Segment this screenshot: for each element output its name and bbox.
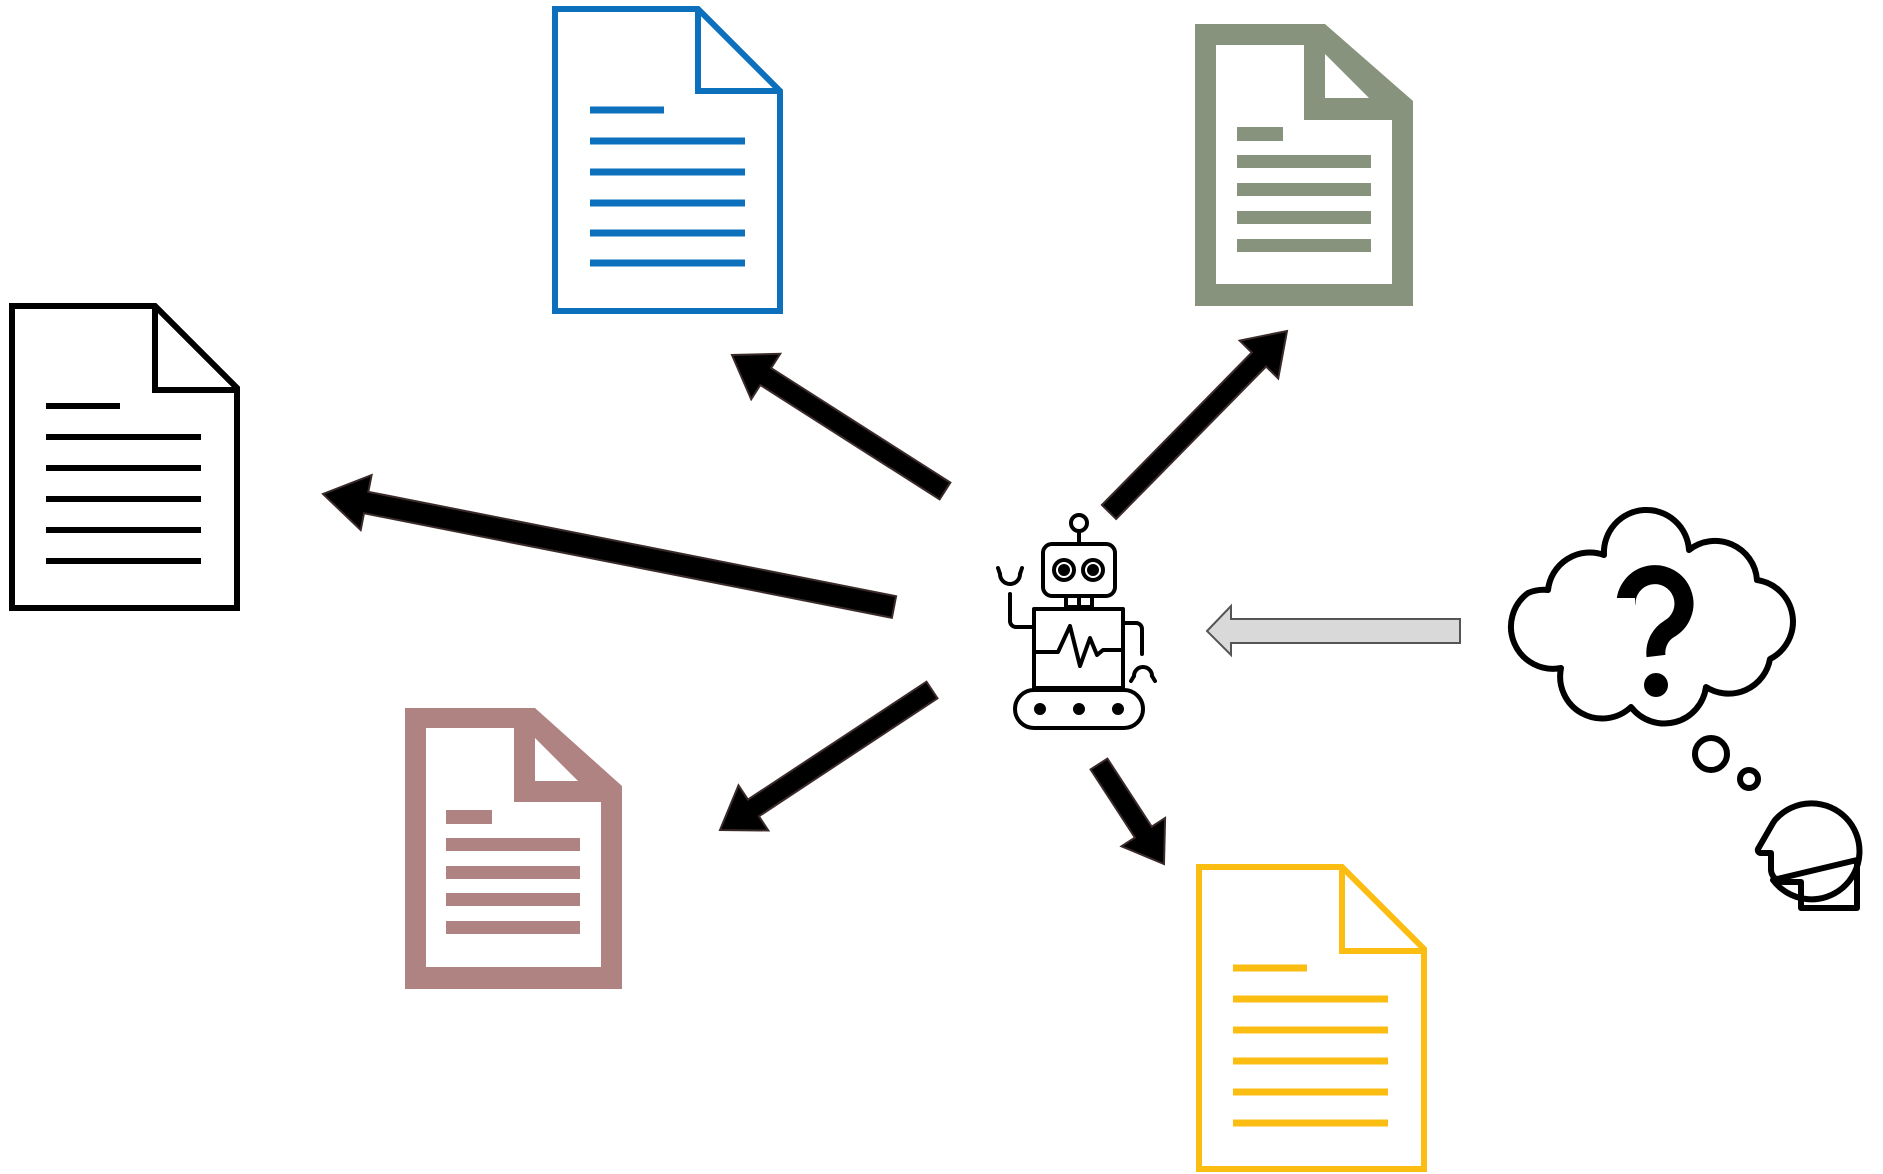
document-green-icon bbox=[1195, 24, 1413, 306]
document-rose-icon bbox=[405, 708, 622, 989]
document-black-icon bbox=[9, 303, 240, 611]
arrow-to-yellow-doc bbox=[1089, 757, 1167, 866]
question-mark-icon bbox=[1616, 565, 1694, 697]
query-arrow bbox=[1205, 603, 1461, 658]
human-head-icon bbox=[1754, 800, 1863, 911]
thought-cloud-icon bbox=[1507, 506, 1796, 791]
retrieval-arrows bbox=[321, 329, 1289, 866]
arrow-to-rose-doc bbox=[718, 680, 939, 832]
arrow-to-black-doc bbox=[321, 473, 898, 619]
robot-icon bbox=[996, 513, 1157, 730]
document-blue-icon bbox=[552, 6, 783, 314]
arrow-to-green-doc bbox=[1100, 329, 1289, 521]
document-yellow-icon bbox=[1196, 864, 1427, 1172]
arrow-to-blue-doc bbox=[730, 352, 952, 501]
